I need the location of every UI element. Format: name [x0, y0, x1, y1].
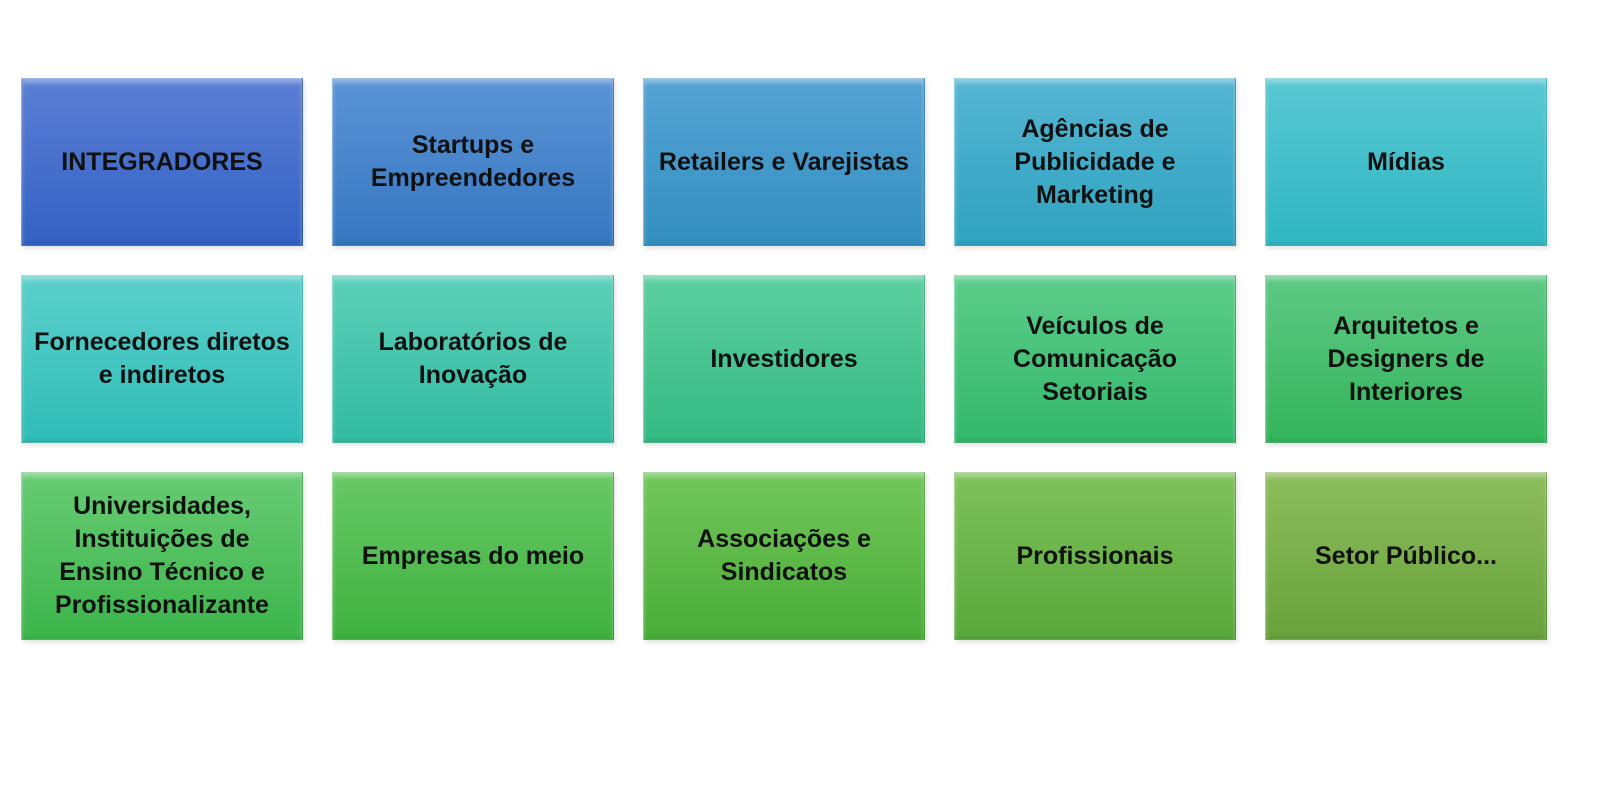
tile-4: Agências de Publicidade e Marketing — [954, 78, 1236, 246]
tile-label: Empresas do meio — [361, 541, 585, 570]
tile-label: Retailers e Varejistas — [658, 147, 910, 176]
tile-2: Startups e Empreendedores — [332, 78, 614, 246]
tile-label: Universidades, Instituições de Ensino Té… — [55, 492, 269, 619]
tile-label: Fornecedores diretos e indiretos — [34, 328, 290, 389]
tile-label: Associações e Sindicatos — [697, 525, 871, 586]
tile-7: Laboratórios de Inovação — [332, 275, 614, 443]
tile-label: Agências de Publicidade e Marketing — [1014, 114, 1176, 209]
tile-13: Associações e Sindicatos — [643, 472, 925, 640]
tile-label: Profissionais — [1016, 541, 1174, 570]
tile-label: Startups e Empreendedores — [370, 131, 576, 192]
tile-10: Arquitetos e Designers de Interiores — [1265, 275, 1547, 443]
tile-label: Setor Público... — [1315, 541, 1497, 570]
tile-label: Mídias — [1367, 147, 1445, 176]
tile-label: INTEGRADORES — [61, 147, 263, 176]
tile-8: Investidores — [643, 275, 925, 443]
tile-label: Investidores — [710, 344, 858, 373]
tile-12: Empresas do meio — [332, 472, 614, 640]
tile-11: Universidades, Instituições de Ensino Té… — [21, 472, 303, 640]
tile-label: Veículos de Comunicação Setoriais — [1013, 311, 1177, 406]
tile-15: Setor Público... — [1265, 472, 1547, 640]
tile-label: Arquitetos e Designers de Interiores — [1327, 311, 1485, 406]
tile-5: Mídias — [1265, 78, 1547, 246]
tile-3: Retailers e Varejistas — [643, 78, 925, 246]
tile-label: Laboratórios de Inovação — [378, 328, 568, 389]
tile-1: INTEGRADORES — [21, 78, 303, 246]
tile-9: Veículos de Comunicação Setoriais — [954, 275, 1236, 443]
tile-14: Profissionais — [954, 472, 1236, 640]
tile-6: Fornecedores diretos e indiretos — [21, 275, 303, 443]
